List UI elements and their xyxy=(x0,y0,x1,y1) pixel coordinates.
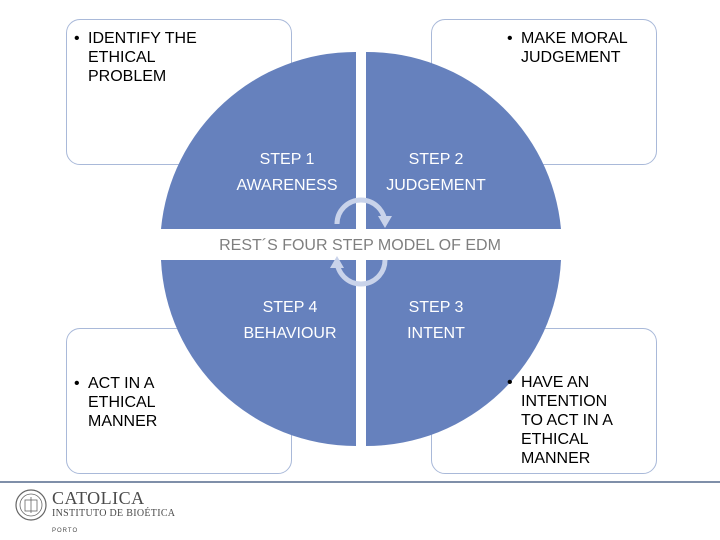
bullet-icon: • xyxy=(507,374,513,391)
note-step3: • HAVE AN INTENTION TO ACT IN A ETHICAL … xyxy=(507,373,613,468)
note-step2: • MAKE MORAL JUDGEMENT xyxy=(507,29,628,67)
model-title: REST´S FOUR STEP MODEL OF EDM xyxy=(219,237,501,254)
step4-number: STEP 4 xyxy=(262,299,318,316)
step1-number: STEP 1 xyxy=(259,151,315,168)
step4-label: STEP 4 BEHAVIOUR xyxy=(210,295,370,347)
step3-name: INTENT xyxy=(407,325,465,342)
logo-city: PORTO xyxy=(52,528,79,534)
note-step3-text: HAVE AN INTENTION TO ACT IN A ETHICAL MA… xyxy=(521,374,613,467)
cycle-arrowhead-right-icon xyxy=(378,216,392,228)
bullet-icon: • xyxy=(74,30,80,47)
note-step1: • IDENTIFY THE ETHICAL PROBLEM xyxy=(74,29,197,86)
note-step4: • ACT IN A ETHICAL MANNER xyxy=(74,374,157,431)
step1-label: STEP 1 AWARENESS xyxy=(207,147,367,199)
step4-name: BEHAVIOUR xyxy=(243,325,337,342)
step2-label: STEP 2 JUDGEMENT xyxy=(356,147,516,199)
step2-name: JUDGEMENT xyxy=(386,177,486,194)
step2-number: STEP 2 xyxy=(408,151,464,168)
footer-divider xyxy=(0,481,720,483)
step1-name: AWARENESS xyxy=(236,177,338,194)
cycle-arrowhead-left-icon xyxy=(330,256,344,268)
cycle-arrows-icon xyxy=(334,197,388,287)
bullet-icon: • xyxy=(74,375,80,392)
logo-name: CATOLICA xyxy=(52,488,145,508)
step3-label: STEP 3 INTENT xyxy=(356,295,516,347)
catolica-logo xyxy=(15,489,47,521)
quadrant-step1 xyxy=(161,51,356,229)
bullet-icon: • xyxy=(507,30,513,47)
quadrant-step2 xyxy=(366,51,561,229)
step3-number: STEP 3 xyxy=(408,299,464,316)
quadrant-step3 xyxy=(366,260,561,447)
note-step1-text: IDENTIFY THE ETHICAL PROBLEM xyxy=(88,30,197,85)
note-step4-text: ACT IN A ETHICAL MANNER xyxy=(88,375,158,430)
quadrant-step4 xyxy=(161,260,356,447)
note-step2-text: MAKE MORAL JUDGEMENT xyxy=(521,30,628,66)
logo-institute: INSTITUTO DE BIOÉTICA xyxy=(52,508,176,519)
